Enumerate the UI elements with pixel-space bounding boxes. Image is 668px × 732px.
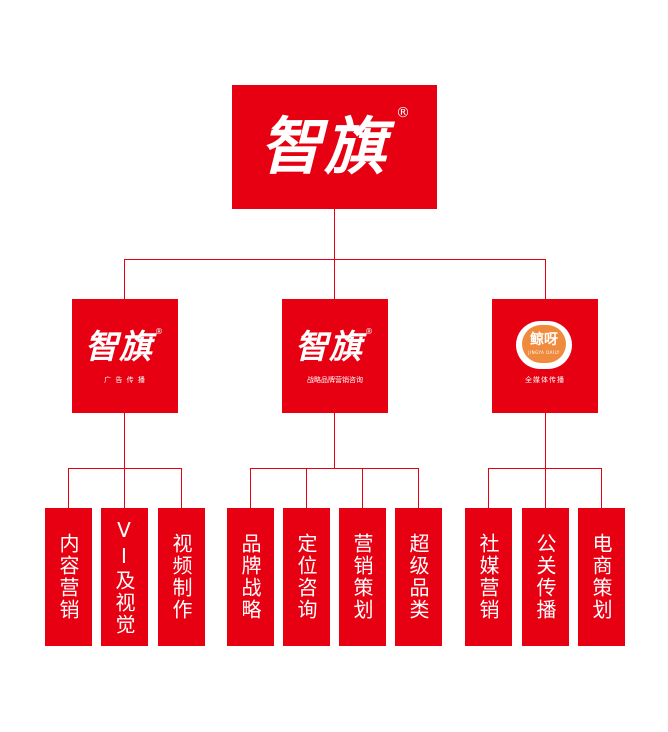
root-node: 智旗 ® — [232, 85, 437, 209]
leaf-label: 品牌战略 — [238, 533, 262, 621]
leaf-label: 公关传播 — [533, 533, 557, 621]
node-media: 鲸呀 JINGYA DAILY 全媒体传播 — [492, 299, 598, 413]
leaf-label: 电商策划 — [589, 533, 613, 621]
root-logo: 智旗 — [260, 110, 389, 183]
leaf-super-category: 超级品类 — [395, 508, 442, 646]
node-advertising: 智旗 ® 广 告 传 播 — [72, 299, 178, 413]
leaf-video-production: 视频制作 — [158, 508, 205, 646]
leaf-label: 内容营销 — [56, 533, 80, 621]
leaf-label: VI及视觉 — [112, 518, 136, 636]
jingya-logo-badge: 鲸呀 JINGYA DAILY — [516, 321, 572, 369]
leaf-label: 社媒营销 — [476, 533, 500, 621]
registered-mark: ® — [155, 327, 163, 336]
node-logo: 智旗 — [85, 327, 153, 366]
badge-bubble-shape — [522, 325, 566, 363]
node-strategy-consulting: 智旗 ® 战略品牌营销咨询 — [282, 299, 388, 413]
registered-mark: ® — [396, 105, 410, 121]
node-logo: 智旗 — [295, 327, 363, 366]
leaf-label: 定位咨询 — [294, 533, 318, 621]
leaf-positioning-consulting: 定位咨询 — [283, 508, 330, 646]
leaf-social-media-marketing: 社媒营销 — [465, 508, 512, 646]
leaf-label: 超级品类 — [406, 533, 430, 621]
leaf-brand-strategy: 品牌战略 — [227, 508, 274, 646]
registered-mark: ® — [365, 327, 373, 336]
leaf-content-marketing: 内容营销 — [45, 508, 92, 646]
badge-sub-text: JINGYA DAILY — [528, 350, 560, 355]
leaf-ecommerce-planning: 电商策划 — [578, 508, 625, 646]
node-caption: 广 告 传 播 — [104, 376, 146, 384]
leaf-label: 营销策划 — [350, 533, 374, 621]
badge-logo-text: 鲸呀 — [530, 332, 558, 348]
leaf-vi-visual: VI及视觉 — [101, 508, 148, 646]
node-caption: 全媒体传播 — [525, 376, 565, 384]
leaf-public-relations: 公关传播 — [522, 508, 569, 646]
node-caption: 战略品牌营销咨询 — [307, 376, 363, 384]
leaf-label: 视频制作 — [169, 533, 193, 621]
leaf-marketing-planning: 营销策划 — [339, 508, 386, 646]
